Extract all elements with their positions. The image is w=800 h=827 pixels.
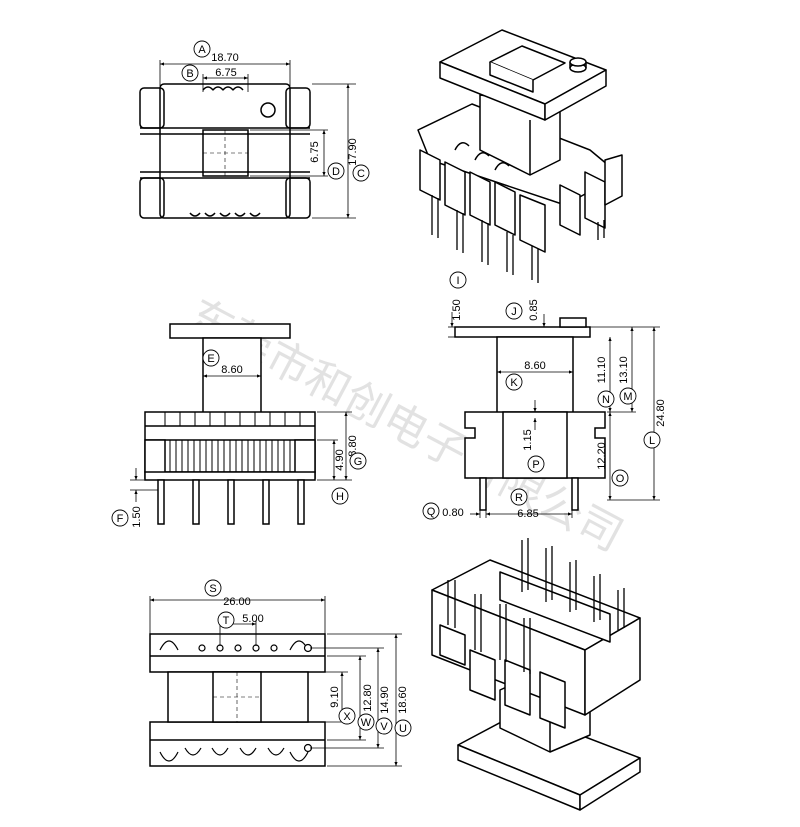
top-view xyxy=(139,83,311,219)
callout-N: N xyxy=(602,394,610,406)
callout-D: D xyxy=(332,166,340,178)
dim-X-value: 9.10 xyxy=(329,686,341,707)
callout-V: V xyxy=(380,721,388,733)
callout-S: S xyxy=(209,583,216,595)
callout-B: B xyxy=(186,68,193,80)
callout-A: A xyxy=(198,44,206,56)
front-view-labels: E 8.60 8.80 G 4.90 H F 1.50 xyxy=(111,349,367,528)
dim-P-value: 1.15 xyxy=(522,429,534,450)
front-view-pins xyxy=(157,479,305,525)
callout-C: C xyxy=(357,168,365,180)
isometric-view-bottom-pins xyxy=(447,538,625,674)
dim-C-value: 17.90 xyxy=(347,138,359,166)
callout-K: K xyxy=(510,377,518,389)
dim-Q-value: 0.80 xyxy=(442,507,463,519)
dim-R-value: 6.85 xyxy=(517,508,538,520)
isometric-view-top xyxy=(417,29,623,253)
callout-U: U xyxy=(399,723,407,735)
dim-G-value: 8.80 xyxy=(347,435,359,456)
callout-H: H xyxy=(336,491,344,503)
top-view-dimensions xyxy=(159,60,356,219)
dim-U-value: 18.60 xyxy=(397,686,409,714)
isometric-view-top-label: I xyxy=(449,271,467,289)
dim-L-value: 24.80 xyxy=(655,399,667,427)
callout-L: L xyxy=(649,435,655,447)
callout-G: G xyxy=(354,456,363,468)
dim-J-value: 0.85 xyxy=(528,299,540,320)
dim-K-value: 8.60 xyxy=(524,360,545,372)
bottom-view-holes xyxy=(159,640,313,762)
dim-B-value: 6.75 xyxy=(215,67,236,79)
bottom-view-labels: S 26.00 T 5.00 18.60 U 14.90 V 12.80 W 9… xyxy=(204,579,412,737)
dim-M-value: 13.10 xyxy=(618,356,630,384)
front-view-winding-slats xyxy=(164,412,301,472)
side-view-labels: 1.50 J 0.85 8.60 K 24.80 L 13.10 M 11.10… xyxy=(422,299,667,520)
callout-E: E xyxy=(207,353,214,365)
callout-F: F xyxy=(117,513,124,525)
isometric-view-bottom xyxy=(431,559,641,811)
top-view-labels: A 18.70 B 6.75 17.90 C 6.75 D xyxy=(181,40,370,182)
dim-A-value: 18.70 xyxy=(211,52,239,64)
bottom-view xyxy=(149,633,326,767)
dim-V-value: 14.90 xyxy=(379,686,391,714)
dim-H-value: 4.90 xyxy=(334,449,346,470)
dim-N-value: 11.10 xyxy=(596,357,608,384)
callout-I: I xyxy=(456,275,459,287)
front-view-dimensions xyxy=(130,340,352,502)
callout-J: J xyxy=(511,306,517,318)
dim-E-value: 8.60 xyxy=(221,364,242,376)
dim-F-value: 1.50 xyxy=(131,506,143,527)
callout-W: W xyxy=(361,717,372,729)
side-view-dimensions xyxy=(448,312,660,518)
callout-X: X xyxy=(343,711,351,723)
callout-T: T xyxy=(223,615,230,627)
callout-R: R xyxy=(515,492,523,504)
dim-T-value: 5.00 xyxy=(242,613,263,625)
dim-O-value: 12.20 xyxy=(596,442,608,470)
callout-Q: Q xyxy=(427,506,436,518)
dim-D-value: 6.75 xyxy=(309,141,321,162)
dim-I-value: 1.50 xyxy=(451,299,463,320)
dim-W-value: 12.80 xyxy=(362,684,374,712)
callout-P: P xyxy=(532,459,539,471)
callout-O: O xyxy=(616,473,625,485)
isometric-view-top-pins xyxy=(431,195,605,283)
dim-S-value: 26.00 xyxy=(223,596,251,608)
callout-M: M xyxy=(623,391,632,403)
